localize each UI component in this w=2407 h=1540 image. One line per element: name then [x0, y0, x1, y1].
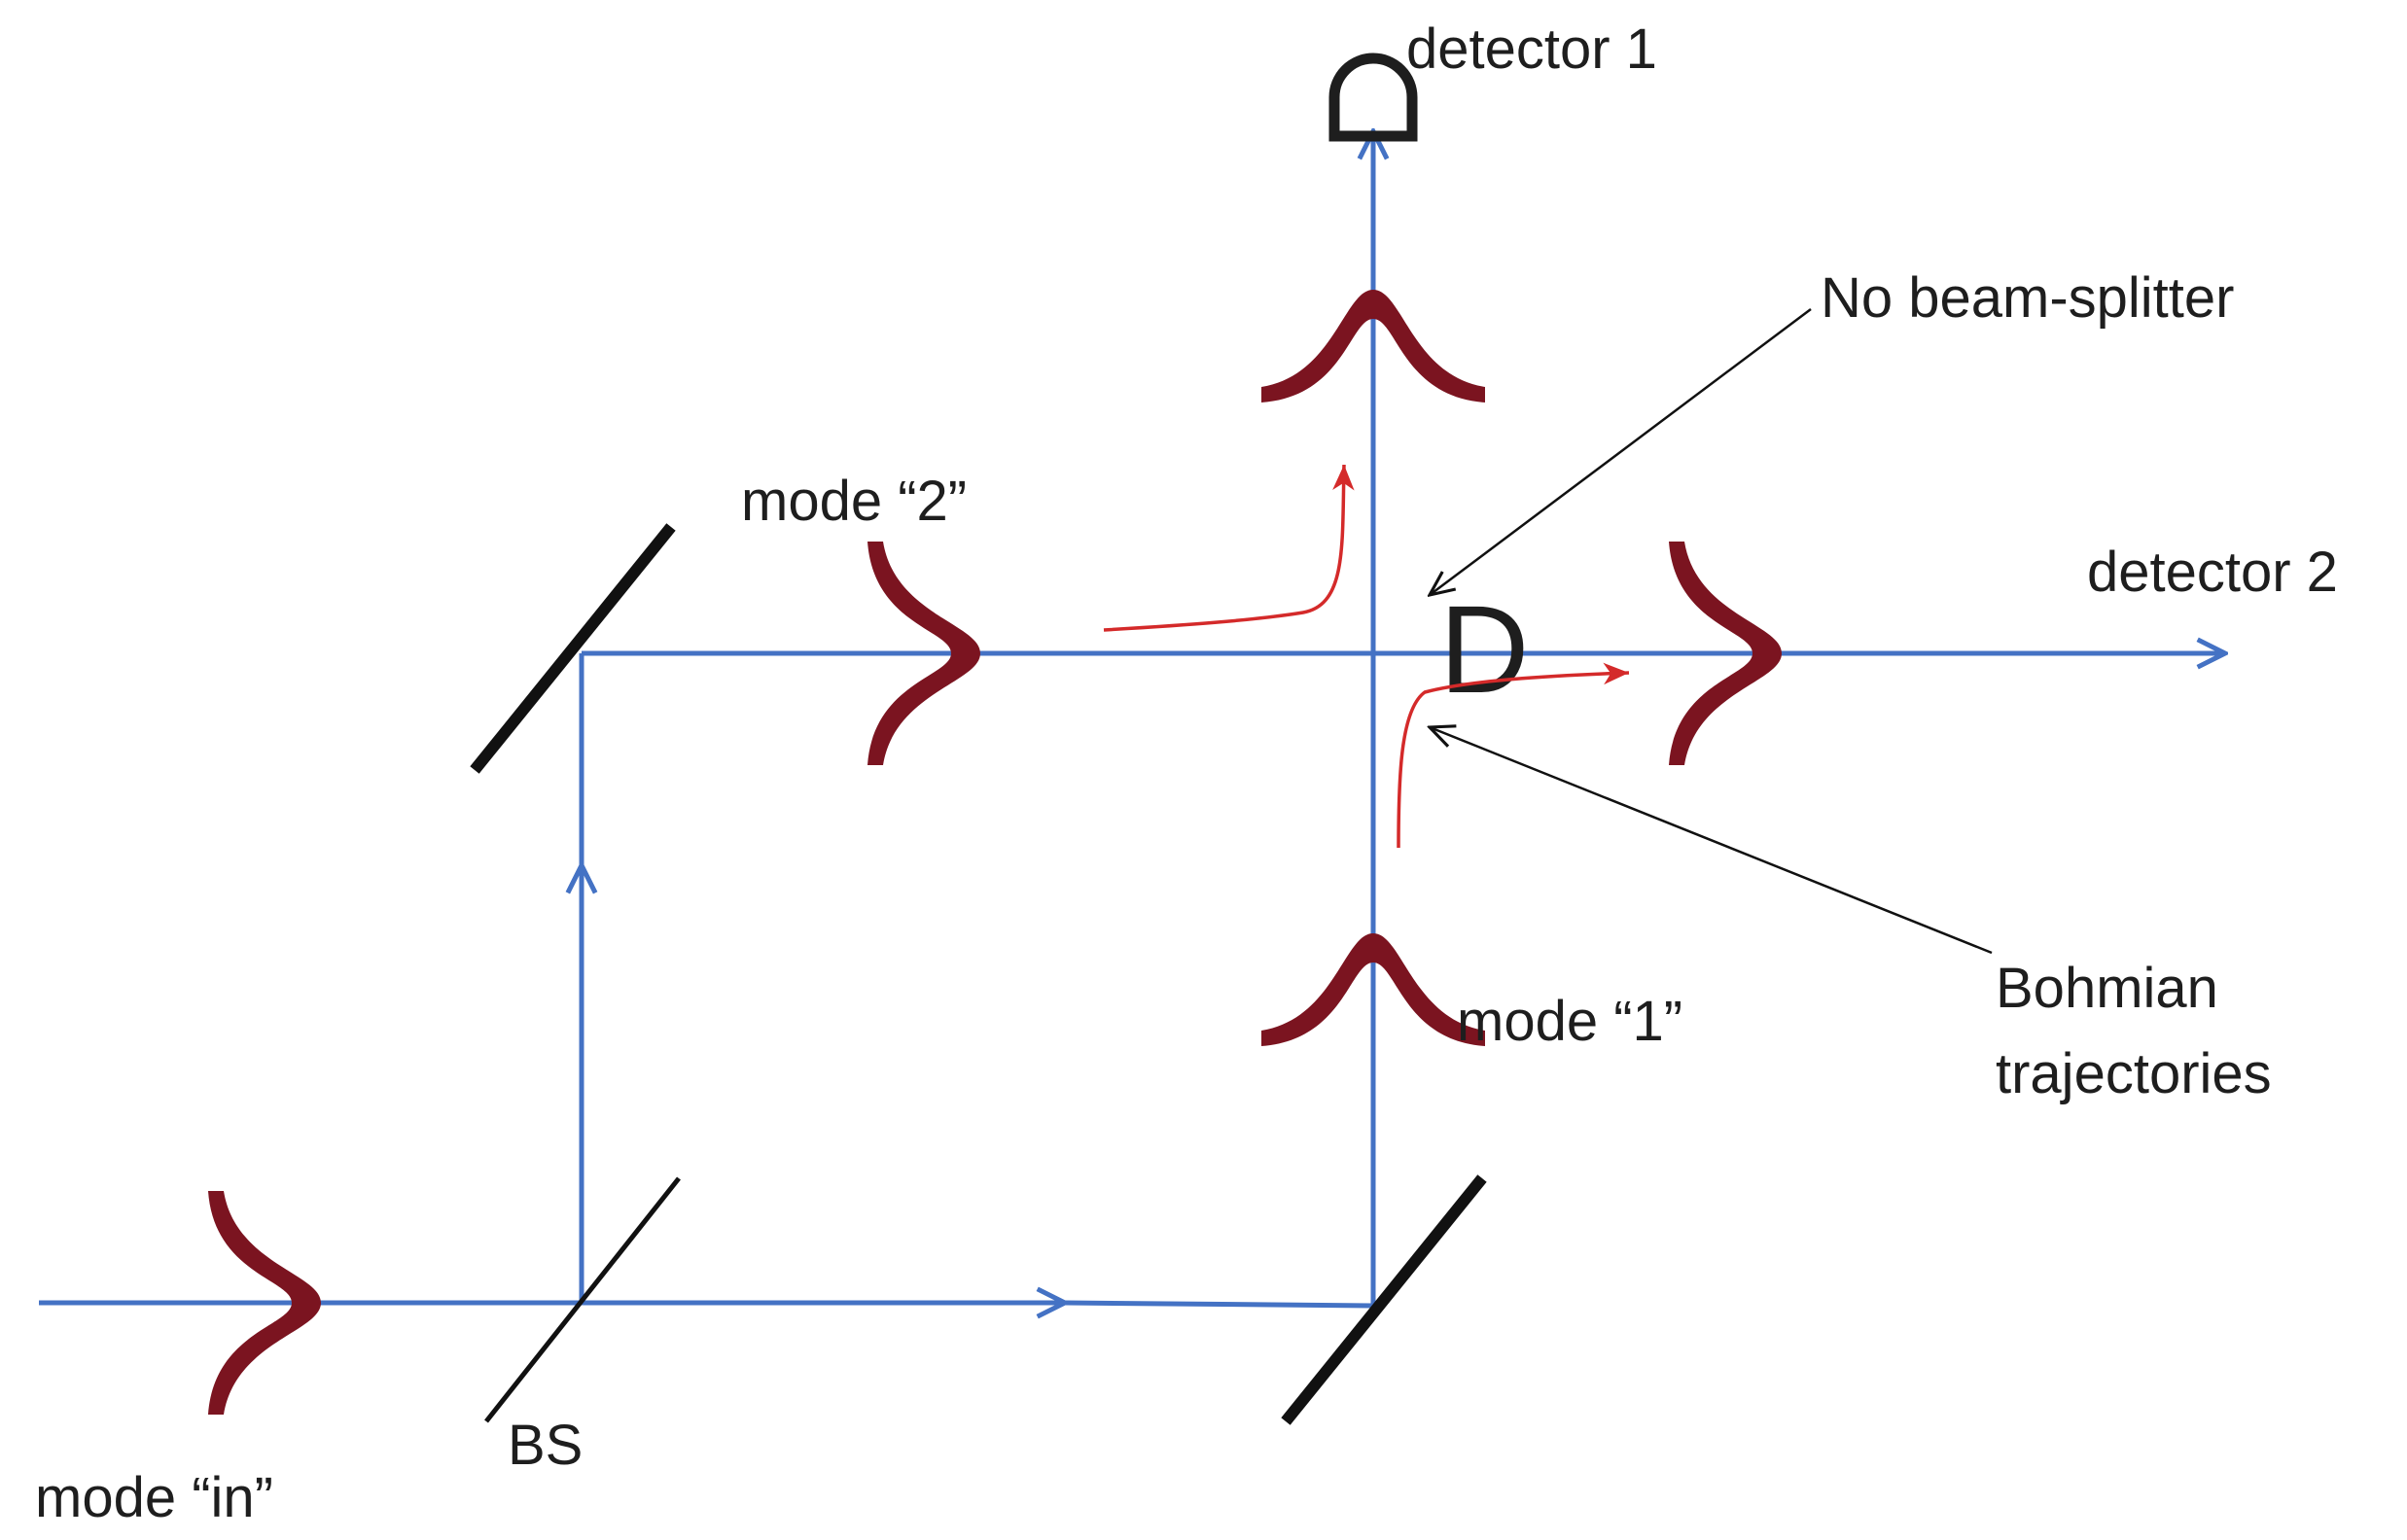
trajectory-upper — [1103, 464, 1355, 632]
wavepackets — [208, 290, 1782, 1415]
beam-paths — [39, 131, 2225, 1306]
upper-left-mirror — [470, 523, 676, 774]
label-detector-1: detector 1 — [1406, 18, 1657, 81]
trajectory-lower — [1397, 662, 1630, 849]
text-labels: detector 1 No beam-splitter mode “2” det… — [35, 18, 2338, 1529]
optics — [470, 523, 1487, 1425]
detector-1-icon — [1328, 52, 1418, 142]
beam-splitter — [484, 1176, 681, 1423]
label-detector-2: detector 2 — [2087, 541, 2338, 604]
pointer-bohmian-trajectories — [1430, 727, 1993, 955]
pointer-no-beam-splitter — [1430, 308, 1812, 595]
detector-2-icon: D — [1439, 580, 1529, 719]
bohmian-trajectories — [1103, 464, 1630, 849]
label-mode-1: mode “1” — [1457, 990, 1682, 1053]
annotation-pointers — [1430, 308, 1993, 955]
beam-lower-right — [1064, 1300, 1374, 1309]
label-bohmian: Bohmian — [1996, 957, 2218, 1020]
label-no-beam-splitter: No beam-splitter — [1821, 266, 2234, 330]
label-mode-2: mode “2” — [741, 470, 967, 533]
label-trajectories: trajectories — [1996, 1042, 2272, 1105]
label-bs: BS — [508, 1414, 583, 1477]
label-mode-in: mode “in” — [35, 1466, 273, 1529]
lower-right-mirror — [1281, 1174, 1487, 1425]
